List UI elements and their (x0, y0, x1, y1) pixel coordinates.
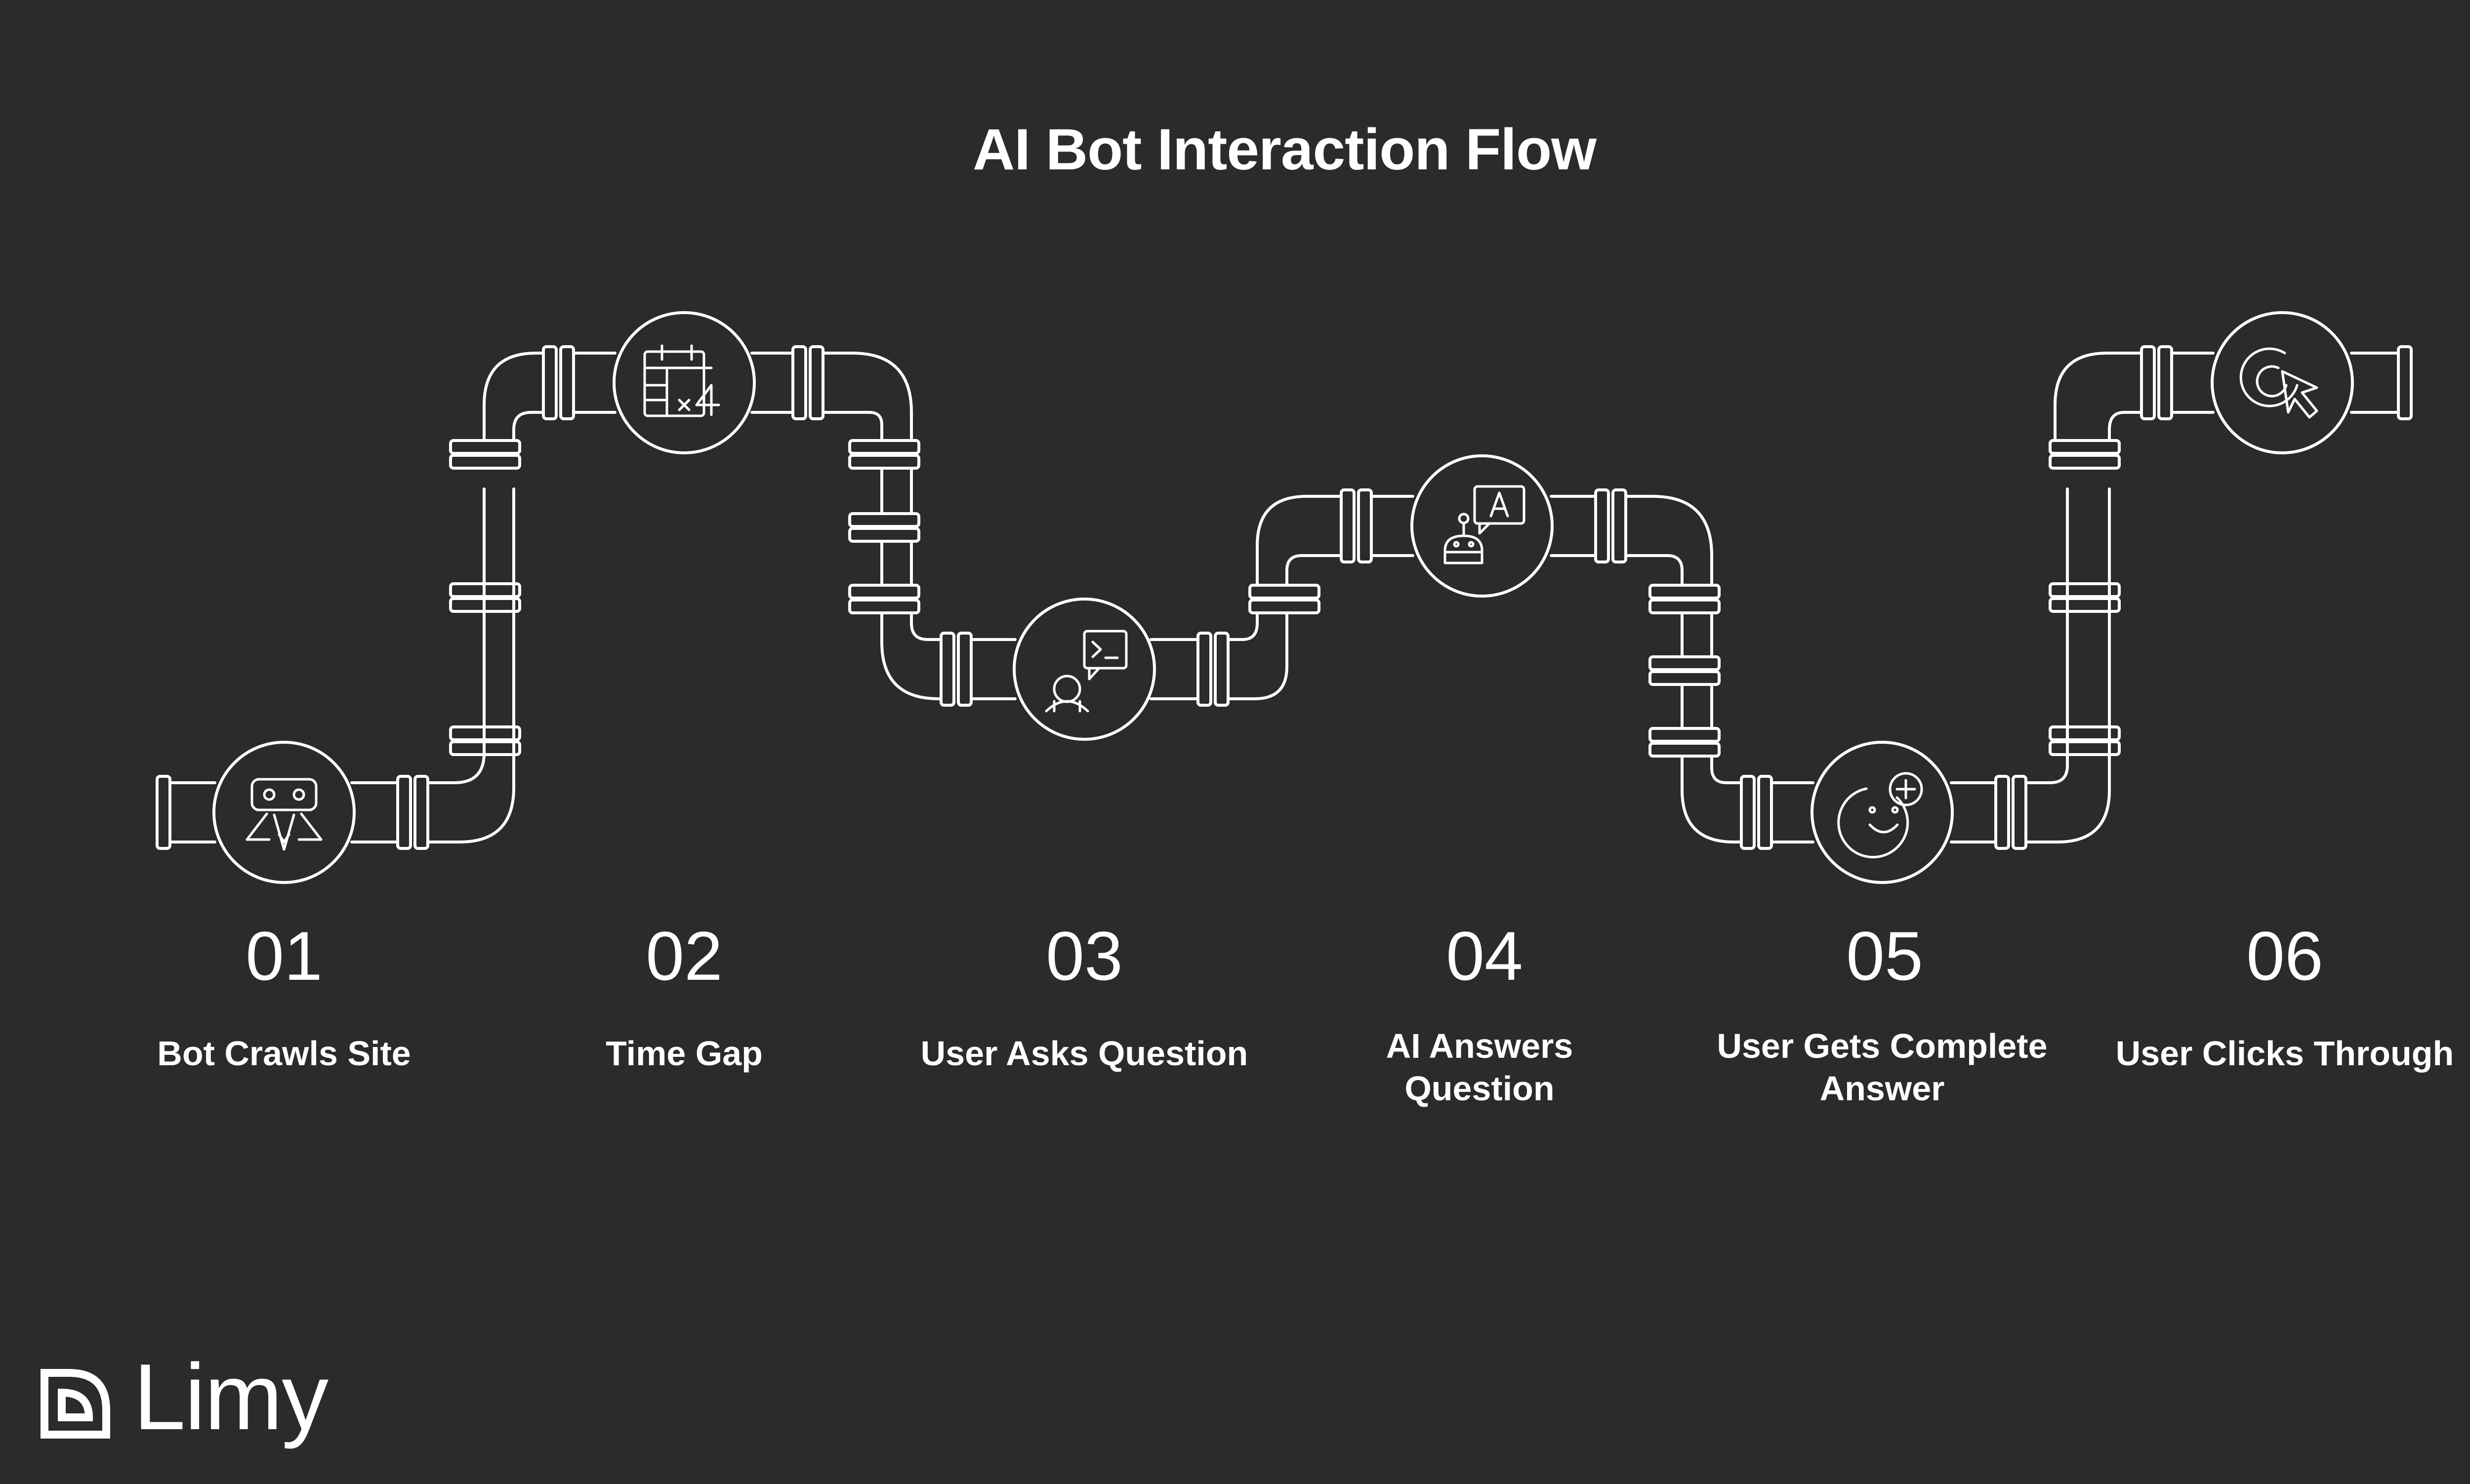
user-terminal-chat-icon (1045, 630, 1128, 713)
station-06 (2211, 311, 2354, 454)
limy-logo-icon (41, 1369, 110, 1439)
robot-icon (246, 778, 323, 851)
step-label-05: User Gets Complete Answer (1717, 1027, 2048, 1108)
cursor-click-icon (2239, 347, 2318, 419)
step-label-03: User Asks Question (920, 1034, 1248, 1073)
smiley-plus-icon (1837, 772, 1923, 859)
step-label-04: AI Answers Question (1386, 1027, 1573, 1108)
step-label-02: Time Gap (606, 1034, 763, 1073)
station-04 (1410, 454, 1554, 598)
step-number-02: 02 (646, 917, 723, 995)
step-number-01: 01 (246, 917, 323, 995)
diagram-title: AI Bot Interaction Flow (973, 117, 1597, 182)
bot-answer-chat-icon (1443, 485, 1525, 564)
station-01 (212, 741, 356, 884)
step-number-06: 06 (2246, 917, 2323, 995)
station-03 (1013, 598, 1156, 741)
calendar-x4-icon (643, 344, 720, 417)
step-number-03: 03 (1046, 917, 1123, 995)
step-label-01: Bot Crawls Site (157, 1034, 411, 1073)
station-05 (1811, 741, 1954, 884)
step-number-05: 05 (1846, 917, 1923, 995)
station-02 (613, 311, 756, 454)
pipe-segment-1 (156, 345, 2413, 850)
step-label-06: User Clicks Through (2115, 1034, 2454, 1073)
step-number-04: 04 (1446, 917, 1523, 995)
brand-name: Limy (133, 1345, 329, 1449)
